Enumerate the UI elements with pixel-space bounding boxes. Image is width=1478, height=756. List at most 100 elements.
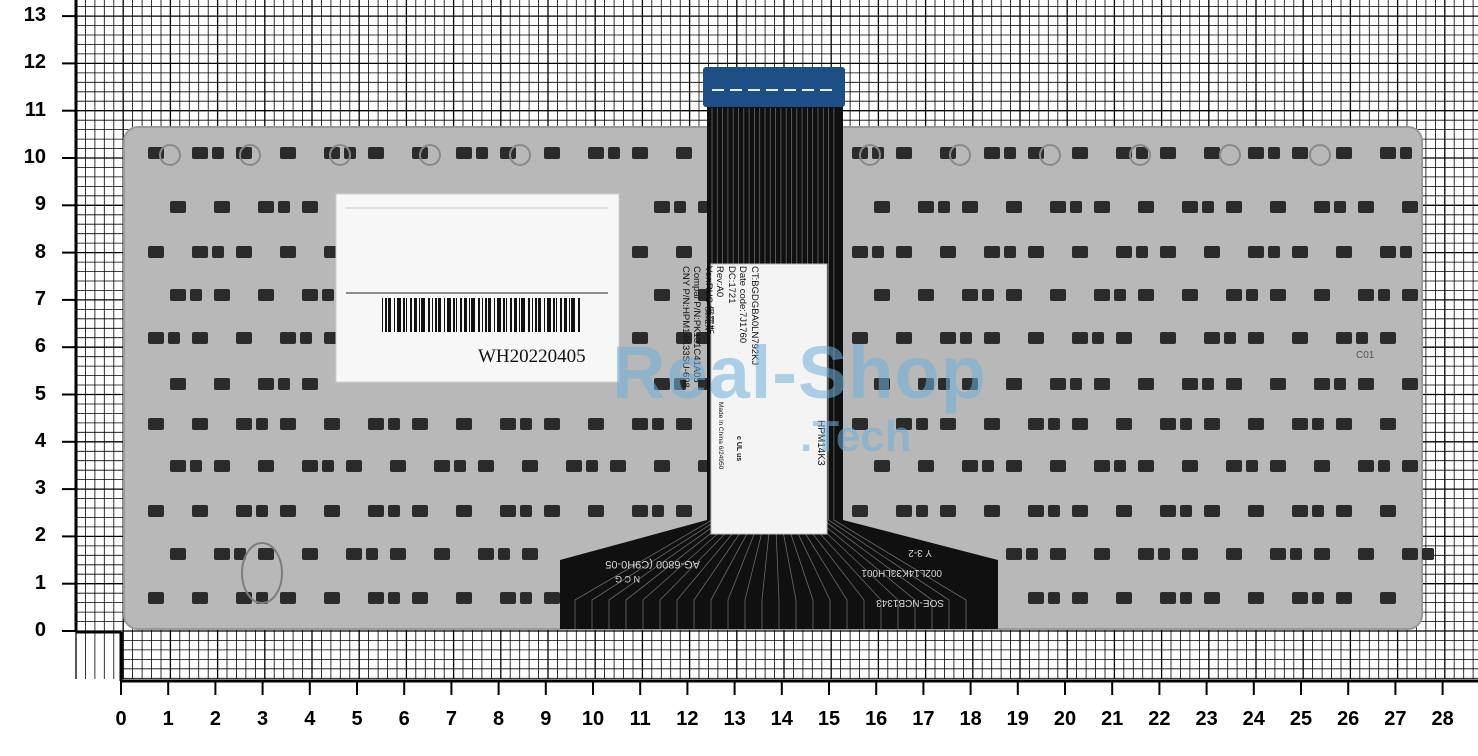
barcode-bar: [510, 298, 512, 332]
barcode-bar: [419, 298, 420, 332]
key-cutout: [1312, 592, 1324, 604]
key-cutout: [984, 147, 1000, 159]
key-cutout: [1116, 592, 1132, 604]
key-cutout: [918, 201, 934, 213]
key-cutout: [192, 332, 208, 344]
key-cutout: [522, 548, 538, 560]
key-cutout: [1292, 505, 1308, 517]
key-cutout: [674, 201, 686, 213]
key-cutout: [148, 246, 164, 258]
watermark-brand: Real-Shop: [612, 331, 987, 414]
key-cutout: [654, 289, 670, 301]
key-cutout: [236, 147, 252, 159]
key-cutout: [500, 418, 516, 430]
key-cutout: [1050, 201, 1066, 213]
barcode-bar: [435, 298, 437, 332]
barcode-bar: [421, 298, 425, 332]
key-cutout: [984, 418, 1000, 430]
key-cutout: [588, 418, 604, 430]
key-cutout: [280, 505, 296, 517]
key-cutout: [212, 147, 224, 159]
key-cutout: [1312, 505, 1324, 517]
key-cutout: [280, 592, 296, 604]
key-cutout: [984, 332, 1000, 344]
key-cutout: [1114, 289, 1126, 301]
barcode-bar: [438, 298, 441, 332]
barcode-bar: [556, 298, 557, 332]
key-cutout: [258, 201, 274, 213]
key-cutout: [1292, 332, 1308, 344]
key-cutout: [1004, 246, 1016, 258]
x-tick-label: 20: [1053, 708, 1077, 730]
barcode-bar: [528, 298, 530, 332]
y-tick-label: 12: [23, 51, 46, 74]
barcode-bar: [394, 298, 395, 332]
key-cutout: [676, 246, 692, 258]
key-cutout: [1160, 592, 1176, 604]
key-cutout: [522, 460, 538, 472]
barcode-bar: [485, 298, 487, 332]
barcode-bar: [503, 298, 505, 332]
key-cutout: [962, 201, 978, 213]
key-cutout: [214, 378, 230, 390]
key-cutout: [588, 147, 604, 159]
barcode-bar: [482, 298, 483, 332]
key-cutout: [1380, 332, 1396, 344]
y-tick-label: 7: [34, 287, 46, 310]
key-cutout: [1094, 460, 1110, 472]
key-cutout: [280, 147, 296, 159]
key-cutout: [1160, 332, 1176, 344]
key-cutout: [872, 147, 884, 159]
key-cutout: [302, 201, 318, 213]
barcode-bar: [406, 298, 407, 332]
clip-ring: [419, 144, 441, 166]
key-cutout: [1380, 592, 1396, 604]
x-tick-label: 27: [1384, 708, 1407, 730]
key-cutout: [962, 378, 978, 390]
key-cutout: [346, 548, 362, 560]
barcode-bar: [385, 298, 387, 332]
key-cutout: [148, 332, 164, 344]
barcode-bar: [464, 298, 467, 332]
clip-ring: [509, 144, 531, 166]
y-tick-label: 1: [34, 571, 46, 594]
barcode-bar: [460, 298, 462, 332]
key-cutout: [388, 592, 400, 604]
clip-ring: [1309, 144, 1331, 166]
key-cutout: [676, 418, 692, 430]
key-cutout: [984, 246, 1000, 258]
key-cutout: [1270, 548, 1286, 560]
key-cutout: [1072, 246, 1088, 258]
key-cutout: [170, 378, 186, 390]
x-tick-label: 21: [1101, 708, 1124, 730]
key-cutout: [962, 460, 978, 472]
key-cutout: [1028, 505, 1044, 517]
x-tick-label: 12: [676, 708, 699, 730]
y-tick-label: 2: [34, 524, 46, 547]
key-cutout: [388, 505, 400, 517]
key-cutout: [234, 548, 246, 560]
key-cutout: [874, 289, 890, 301]
key-cutout: [852, 246, 868, 258]
barcode-bar: [403, 298, 405, 332]
barcode-bar: [444, 298, 445, 332]
key-cutout: [872, 246, 884, 258]
x-tick-label: 14: [770, 708, 793, 730]
x-tick-label: 1: [162, 708, 174, 730]
key-cutout: [1072, 332, 1088, 344]
key-cutout: [1336, 418, 1352, 430]
key-cutout: [874, 201, 890, 213]
ribbon-print-right-2-text: 002L14K33LH001: [861, 567, 942, 578]
key-cutout: [212, 246, 224, 258]
key-cutout: [1138, 289, 1154, 301]
x-tick-label: 5: [351, 708, 363, 730]
ribbon-print-right-1-text: SOE-NCB1343: [876, 597, 944, 608]
key-cutout: [322, 460, 334, 472]
key-cutout: [1026, 548, 1038, 560]
key-cutout: [280, 332, 296, 344]
key-cutout: [454, 460, 466, 472]
key-cutout: [1204, 592, 1220, 604]
key-cutout: [1182, 289, 1198, 301]
key-cutout: [190, 289, 202, 301]
y-tick-label: 3: [34, 477, 46, 500]
